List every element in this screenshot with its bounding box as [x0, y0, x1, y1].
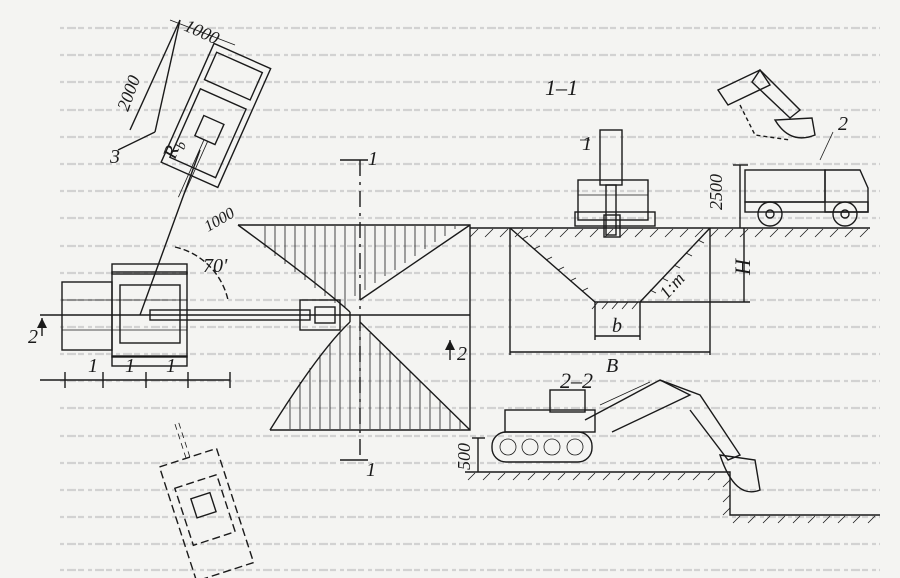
section-marker-2-right: 2	[445, 340, 467, 365]
step-label-3: 1	[166, 355, 176, 377]
dim-2000: 2000	[113, 73, 144, 114]
excavator-plan-left	[61, 263, 188, 367]
dim-500: 500	[454, 443, 474, 470]
angle-label: 70'	[203, 255, 228, 277]
svg-text:2: 2	[28, 326, 38, 348]
section-1-1-title: 1–1	[545, 75, 578, 100]
excavator-arm-top	[716, 68, 816, 141]
section-1-1-top-B: B	[606, 355, 618, 377]
svg-text:1: 1	[368, 148, 378, 170]
section-2-2: 2–2 500	[454, 368, 880, 524]
dim-2500: 2500	[706, 174, 726, 210]
section-marker-2-left: 2	[28, 318, 47, 348]
dump-truck-side: 2500 2	[706, 113, 869, 228]
pos-3-label: 3	[109, 146, 120, 168]
excavator-boom-plan	[149, 299, 341, 331]
cut-line-1-1: 1 1	[340, 148, 378, 481]
svg-text:Rb: Rb	[159, 136, 190, 164]
section-1-1: 1–1	[469, 68, 870, 377]
dump-truck-plan-top	[160, 42, 272, 200]
truck-offset-dimensions: 1000 2000 1000 3	[109, 15, 238, 235]
crawler-excavator-side	[491, 379, 761, 493]
section-1-1-label-2: 2	[838, 113, 848, 135]
turn-radius: Rb 70'	[139, 136, 229, 316]
step-label-2: 1	[125, 355, 135, 377]
svg-text:1: 1	[366, 459, 376, 481]
excavator-front-view: 1	[574, 129, 656, 238]
dim-1000-mid: 1000	[202, 205, 238, 236]
section-2-2-title: 2–2	[560, 368, 593, 393]
section-1-1-bottom-b: b	[612, 315, 622, 337]
step-label-1: 1	[88, 355, 98, 377]
trench-plan-hatch	[237, 224, 471, 431]
plan-step-dimensions: 1 1 1	[40, 355, 231, 388]
svg-text:2: 2	[457, 343, 467, 365]
dim-1000-top: 1000	[181, 15, 222, 48]
plan-view: 1 1 1 2 2 1 1	[28, 15, 471, 578]
section-1-1-label-1: 1	[582, 133, 592, 155]
section-1-1-depth-H: H	[730, 258, 755, 276]
